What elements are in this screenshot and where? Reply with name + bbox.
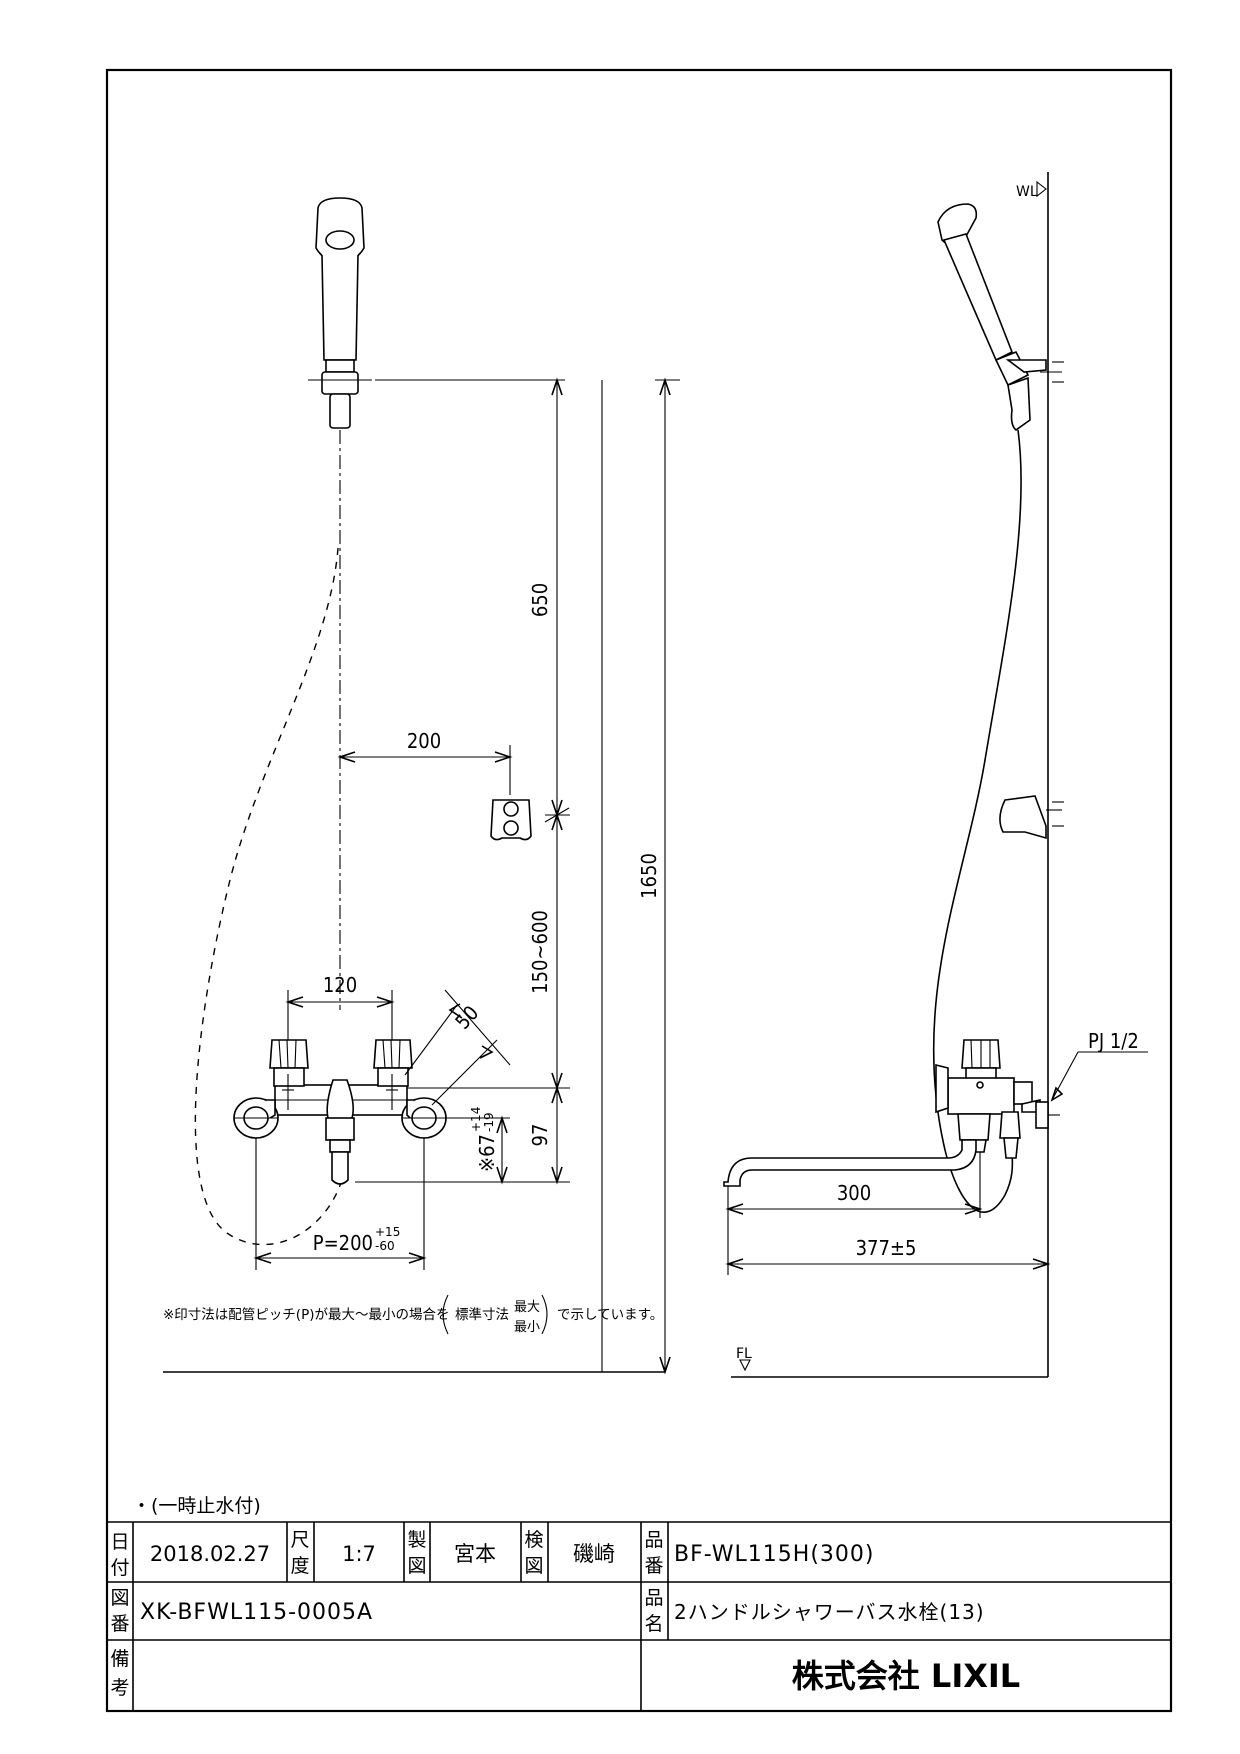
- drawing-frame: [105, 68, 1173, 1713]
- dimension-note: ※印寸法は配管ピッチ(P)が最大～最小の場合を 標準寸法 最大 最小 で示してい…: [163, 1294, 663, 1335]
- shower-hose-side: [932, 429, 1022, 1214]
- faucet-body-front: [233, 1039, 447, 1185]
- drawing-no-value: XK-BFWL115-0005A: [140, 1600, 373, 1625]
- drawing-no-label-2: 番: [110, 1613, 129, 1635]
- fl-label: FL: [736, 1346, 752, 1362]
- note-min: 最小: [514, 1320, 540, 1335]
- drawn-by-value: 宮本: [454, 1542, 496, 1566]
- side-view: WL FL: [723, 172, 1148, 1378]
- scale-label-2: 度: [290, 1555, 309, 1577]
- company-logo: 株式会社 LIXIL: [792, 1657, 1020, 1695]
- dim-97-label: 97: [528, 1124, 552, 1147]
- dim-377-label: 377±5: [856, 1236, 917, 1260]
- part-no-label-2: 番: [644, 1555, 663, 1577]
- shower-head-front: [308, 197, 372, 429]
- dim-p-tol-plus: +15: [375, 1225, 400, 1239]
- checked-label-1: 検: [524, 1529, 543, 1551]
- note-standard: 標準寸法: [455, 1307, 509, 1323]
- dim-150-600-label: 150~600: [528, 910, 552, 994]
- checked-label-2: 図: [524, 1555, 543, 1577]
- dim-650-label: 650: [528, 583, 552, 617]
- drawn-label-1: 製: [407, 1529, 426, 1551]
- title-block: 日 付 2018.02.27 尺 度 1:7 製 図 宮本 検 図 磯崎 品 番…: [107, 1521, 1171, 1711]
- pj-label: PJ 1/2: [1088, 1029, 1139, 1053]
- dim-200-label: 200: [407, 729, 441, 753]
- dim-120-label: 120: [323, 973, 357, 997]
- shower-hose-front: [194, 547, 347, 1246]
- note-max: 最大: [514, 1300, 540, 1315]
- notes-label-1: 備: [110, 1648, 129, 1670]
- product-name-value: 2ハンドルシャワーバス水栓(13): [674, 1600, 985, 1624]
- note-suffix: で示しています。: [557, 1307, 663, 1323]
- date-label-2: 付: [110, 1557, 129, 1579]
- dim-67-tol-minus: -19: [482, 1112, 496, 1132]
- date-value: 2018.02.27: [150, 1542, 270, 1566]
- wall-hook-front: [490, 799, 532, 841]
- faucet-body-side: [723, 1039, 1060, 1187]
- drawing-no-label-1: 図: [110, 1587, 129, 1609]
- part-no-label-1: 品: [644, 1529, 663, 1551]
- product-name-label-2: 名: [644, 1613, 663, 1635]
- product-name-label-1: 品: [644, 1587, 663, 1609]
- side-dimensions: 300 377±5: [725, 1152, 1051, 1275]
- date-label-1: 日: [110, 1531, 129, 1553]
- dim-1650-label: 1650: [637, 853, 661, 899]
- notes-label-2: 考: [110, 1677, 129, 1699]
- note-prefix: ※印寸法は配管ピッチ(P)が最大～最小の場合を: [163, 1307, 450, 1323]
- checked-by-value: 磯崎: [573, 1542, 615, 1566]
- dim-300-label: 300: [837, 1181, 871, 1205]
- remark: ・(一時止水付): [132, 1495, 261, 1517]
- pj-callout: PJ 1/2: [1050, 1029, 1148, 1102]
- scale-value: 1:7: [342, 1542, 376, 1566]
- scale-label-1: 尺: [290, 1529, 309, 1551]
- drawn-label-2: 図: [407, 1555, 426, 1577]
- dim-67-label: ※67: [475, 1134, 499, 1172]
- wl-label: WL: [1016, 184, 1038, 200]
- shower-head-side: [937, 203, 1064, 432]
- dim-p-tol-minus: -60: [375, 1239, 395, 1253]
- wall-hook-side: [999, 795, 1064, 840]
- part-no-value: BF-WL115H(300): [674, 1542, 875, 1567]
- front-dimensions: 650 150~600 1650 200 120: [253, 377, 680, 1375]
- dim-67-tol-plus: +14: [469, 1107, 483, 1132]
- front-view: 650 150~600 1650 200 120: [163, 197, 680, 1375]
- dim-p-label: P=200: [313, 1231, 373, 1255]
